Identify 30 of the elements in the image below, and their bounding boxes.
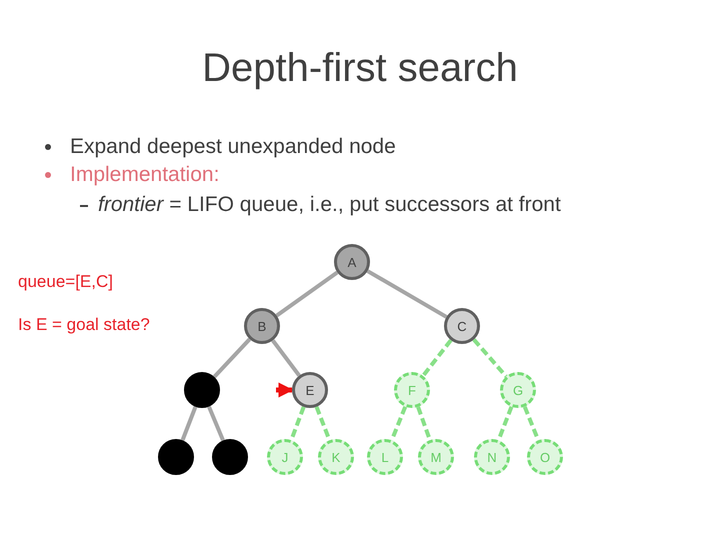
- bullet-text: frontier = LIFO queue, i.e., put successors at front: [98, 193, 561, 217]
- unexplored-node: G: [500, 372, 536, 408]
- unexplored-node: O: [527, 439, 563, 475]
- expanded-node: [184, 372, 220, 408]
- slide-title: Depth-first search: [201, 45, 519, 92]
- visited-node: A: [334, 244, 370, 280]
- unexplored-node: F: [394, 372, 430, 408]
- tree-edge: [271, 339, 301, 377]
- tree-edge: [366, 269, 448, 319]
- expanded-node: [212, 439, 248, 475]
- unexplored-node: J: [267, 439, 303, 475]
- bullet-text: Expand deepest unexpanded node: [70, 135, 396, 159]
- pointer-arrow: [276, 382, 294, 398]
- tree-edge: [207, 406, 225, 442]
- frontier-node: E: [292, 372, 328, 408]
- unexplored-node: K: [318, 439, 354, 475]
- bullet-text: Implementation:: [70, 163, 220, 187]
- annotation-text: Is E = goal state?: [18, 315, 150, 335]
- frontier-node: C: [444, 308, 480, 344]
- visited-node: B: [244, 308, 280, 344]
- unexplored-node: N: [474, 439, 510, 475]
- expanded-node: [158, 439, 194, 475]
- tree-edge: [422, 338, 452, 378]
- tree-edge: [212, 338, 252, 378]
- unexplored-node: L: [367, 439, 403, 475]
- tree-edge: [472, 338, 508, 378]
- annotation-text: queue=[E,C]: [18, 272, 113, 292]
- unexplored-node: M: [418, 439, 454, 475]
- tree-edge: [276, 270, 338, 318]
- tree-edge: [180, 406, 198, 441]
